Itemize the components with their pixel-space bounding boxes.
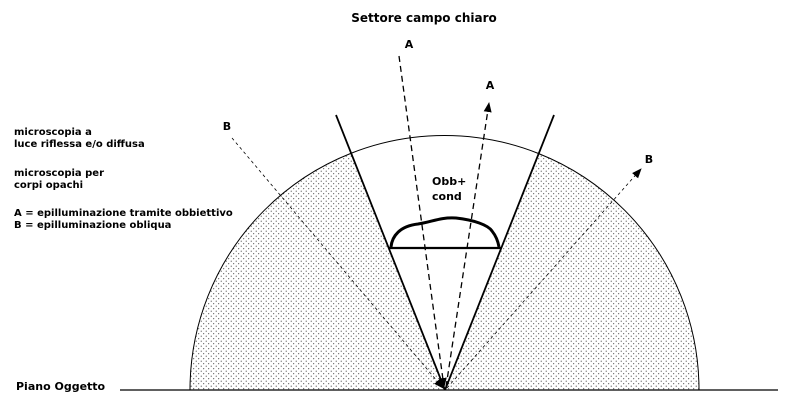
ray-b-incoming-label: B: [223, 120, 231, 133]
note-opaque-bodies: microscopia per corpi opachi: [14, 168, 104, 192]
objective-lens-shape: [389, 216, 501, 248]
diagram-title: Settore campo chiaro: [351, 11, 497, 25]
dark-field-right-region: [445, 153, 700, 390]
note-opaque-bodies-line2: corpi opachi: [14, 180, 84, 191]
ray-a-incoming: [398, 55, 447, 388]
ray-a-outgoing: [445, 102, 492, 388]
bright-field-cone-right: [444, 114, 555, 391]
ray-a-incoming-label: A: [405, 38, 414, 51]
ray-b-outgoing: [446, 168, 642, 389]
bright-field-cone-left: [335, 114, 446, 391]
dark-field-left-region: [189, 153, 445, 390]
sample-label-line1: Obb+: [432, 175, 466, 188]
ray-a-outgoing-label: A: [486, 79, 495, 92]
hemisphere-outline: [189, 135, 700, 391]
note-opaque-bodies-line1: microscopia per: [14, 168, 105, 179]
note-reflected-light-line2: luce riflessa e/o diffusa: [14, 139, 145, 150]
ray-b-outgoing-label: B: [645, 153, 653, 166]
object-plane-label: Piano Oggetto: [16, 380, 106, 393]
note-reflected-light-line1: microscopia a: [14, 127, 92, 138]
legend-a: A = epilluminazione tramite obbiettivo: [14, 208, 233, 219]
note-reflected-light: microscopia a luce riflessa e/o diffusa: [14, 127, 145, 151]
ray-b-incoming: [231, 137, 444, 389]
legend-b: B = epilluminazione obliqua: [14, 220, 172, 231]
sample-label-line2: cond: [432, 190, 462, 203]
legend: A = epilluminazione tramite obbiettivo B…: [14, 208, 233, 232]
